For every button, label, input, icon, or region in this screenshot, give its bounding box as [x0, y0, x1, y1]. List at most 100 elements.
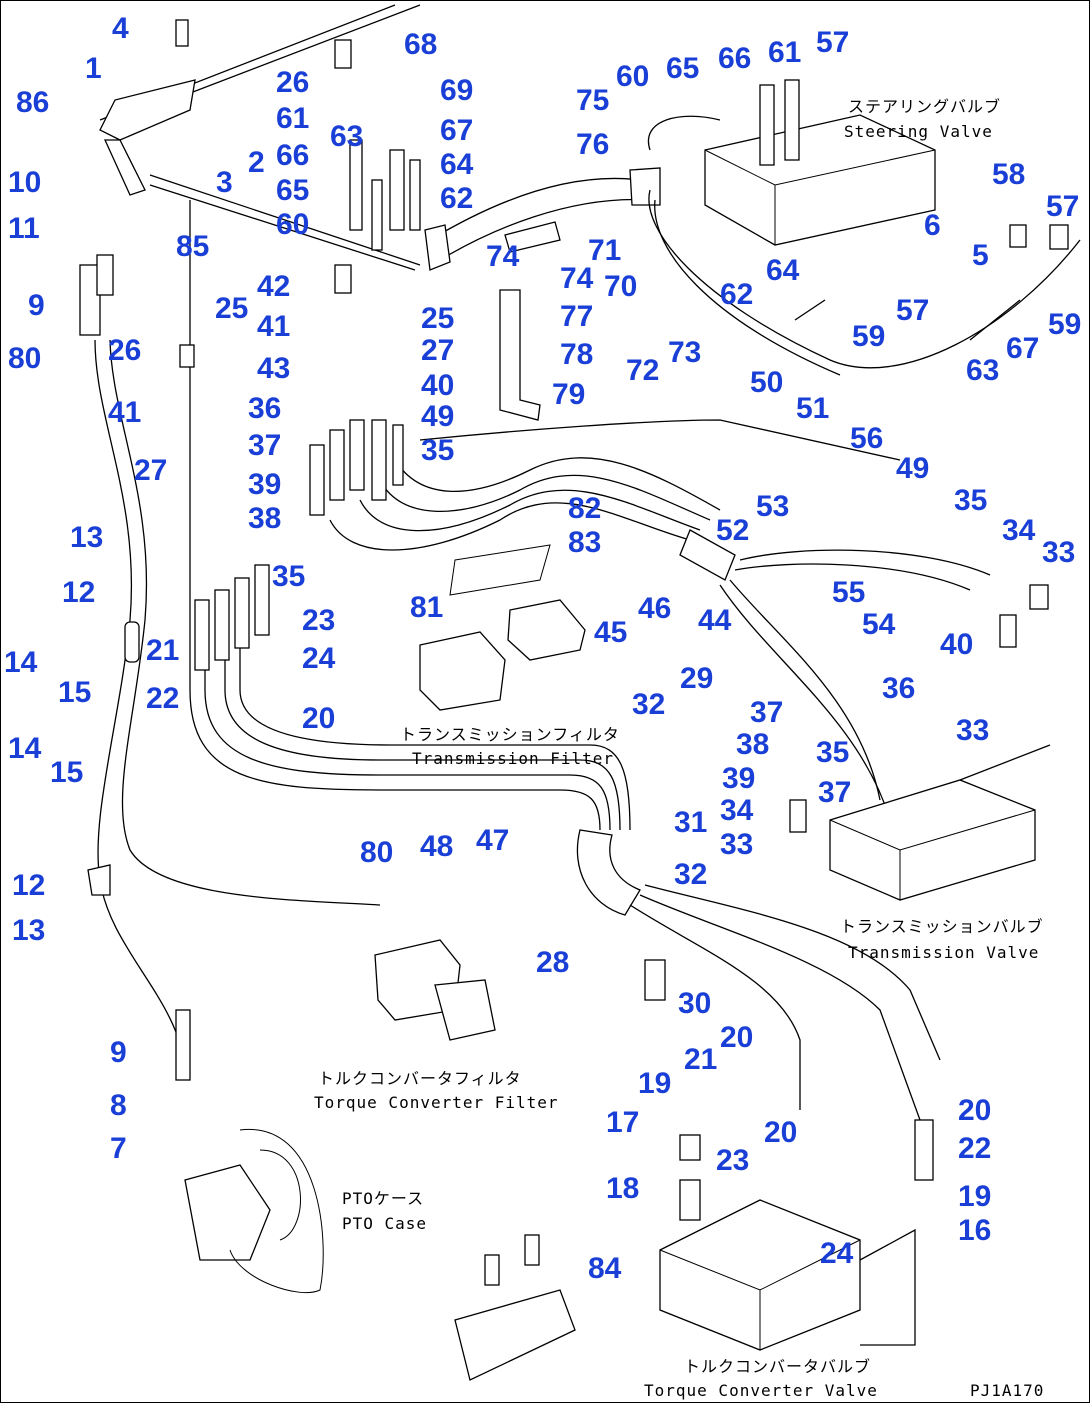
- callout-61a: 61: [276, 102, 309, 135]
- callout-47: 47: [476, 824, 509, 857]
- torque-converter-filter-label-en: Torque Converter Filter: [314, 1093, 559, 1112]
- callout-30: 30: [678, 987, 711, 1020]
- callout-1: 1: [85, 52, 102, 85]
- callout-70: 70: [604, 270, 637, 303]
- callout-36b: 36: [882, 672, 915, 705]
- callout-6: 6: [924, 209, 941, 242]
- callout-37b: 37: [750, 696, 783, 729]
- callout-38a: 38: [248, 502, 281, 535]
- callout-31: 31: [674, 806, 707, 839]
- callout-32b: 32: [674, 858, 707, 891]
- steering-valve-label-en: Steering Valve: [844, 122, 993, 141]
- callout-35c: 35: [272, 560, 305, 593]
- callout-69: 69: [440, 74, 473, 107]
- callout-24b: 24: [820, 1237, 854, 1270]
- callout-33c: 33: [720, 828, 753, 861]
- callout-64b: 64: [766, 254, 800, 287]
- callout-44: 44: [698, 604, 732, 637]
- callout-81: 81: [410, 591, 443, 624]
- transmission-valve-label-en: Transmission Valve: [848, 943, 1039, 962]
- callout-12b: 12: [12, 869, 45, 902]
- callout-22a: 22: [146, 682, 179, 715]
- callout-14a: 14: [4, 646, 38, 679]
- component-labels: ステアリングバルブ Steering Valve トランスミッションフィルタ T…: [314, 97, 1044, 1400]
- callout-23b: 23: [716, 1144, 749, 1177]
- line-art: [79, 4, 1081, 1381]
- callout-54: 54: [862, 608, 896, 641]
- callout-74b: 74: [560, 262, 594, 295]
- callout-86: 86: [16, 86, 49, 119]
- callout-25a: 25: [215, 292, 248, 325]
- callout-74a: 74: [486, 240, 520, 273]
- callout-77: 77: [560, 300, 593, 333]
- callout-24a: 24: [302, 642, 336, 675]
- callout-62b: 62: [720, 278, 753, 311]
- drawing-code: PJ1A170: [970, 1381, 1044, 1400]
- callout-56: 56: [850, 422, 883, 455]
- callout-76: 76: [576, 128, 609, 161]
- callout-63a: 63: [330, 120, 363, 153]
- callout-18: 18: [606, 1172, 639, 1205]
- callout-80b: 80: [360, 836, 393, 869]
- callout-82: 82: [568, 492, 601, 525]
- callout-75: 75: [576, 84, 609, 117]
- callout-20a: 20: [302, 702, 335, 735]
- callout-51: 51: [796, 392, 829, 425]
- callout-8: 8: [110, 1089, 127, 1122]
- callout-55: 55: [832, 576, 865, 609]
- callout-20b: 20: [720, 1021, 753, 1054]
- callout-65b: 65: [666, 52, 699, 85]
- callout-45: 45: [594, 616, 627, 649]
- torque-converter-filter-label-jp: トルクコンバータフィルタ: [318, 1069, 522, 1088]
- pto-case-label-jp: PTOケース: [342, 1189, 424, 1208]
- callout-16: 16: [958, 1214, 991, 1247]
- transmission-filter-label-en: Transmission Filter: [412, 749, 614, 768]
- callout-53: 53: [756, 490, 789, 523]
- callout-21a: 21: [146, 634, 179, 667]
- callout-20c: 20: [764, 1116, 797, 1149]
- callout-42: 42: [257, 270, 290, 303]
- callout-39b: 39: [722, 762, 755, 795]
- callout-15b: 15: [50, 756, 83, 789]
- callout-5: 5: [972, 239, 989, 272]
- callout-26a: 26: [276, 66, 309, 99]
- callout-35d: 35: [816, 736, 849, 769]
- callout-7: 7: [110, 1132, 127, 1165]
- callout-9a: 9: [28, 289, 45, 322]
- callout-27b: 27: [134, 454, 167, 487]
- callout-15a: 15: [58, 676, 91, 709]
- callout-28: 28: [536, 946, 569, 979]
- callout-71: 71: [588, 234, 621, 267]
- callout-48: 48: [420, 830, 453, 863]
- callout-37c: 37: [818, 776, 851, 809]
- callout-10: 10: [8, 166, 41, 199]
- callout-57b: 57: [1046, 190, 1079, 223]
- callout-78: 78: [560, 338, 593, 371]
- callout-59b: 59: [1048, 308, 1081, 341]
- callout-64a: 64: [440, 148, 474, 181]
- callout-60b: 60: [616, 60, 649, 93]
- callout-61b: 61: [768, 36, 801, 69]
- callout-34b: 34: [720, 794, 754, 827]
- callouts: 1 2 3 4 5 6 7 8 9 9 10 11 12 12 13 13 14…: [4, 12, 1081, 1285]
- callout-23a: 23: [302, 604, 335, 637]
- transmission-valve-label-jp: トランスミッションバルブ: [840, 917, 1044, 936]
- callout-33b: 33: [956, 714, 989, 747]
- callout-41a: 41: [257, 310, 290, 343]
- torque-converter-valve-label-en: Torque Converter Valve: [644, 1381, 878, 1400]
- callout-57c: 57: [896, 294, 929, 327]
- callout-80a: 80: [8, 342, 41, 375]
- callout-59a: 59: [852, 320, 885, 353]
- callout-57a: 57: [816, 26, 849, 59]
- callout-17: 17: [606, 1106, 639, 1139]
- callout-58: 58: [992, 158, 1025, 191]
- callout-35a: 35: [421, 434, 454, 467]
- callout-79: 79: [552, 378, 585, 411]
- callout-14b: 14: [8, 732, 42, 765]
- callout-12a: 12: [62, 576, 95, 609]
- callout-67a: 67: [440, 114, 473, 147]
- callout-49a: 49: [421, 400, 454, 433]
- callout-83: 83: [568, 526, 601, 559]
- callout-34a: 34: [1002, 514, 1036, 547]
